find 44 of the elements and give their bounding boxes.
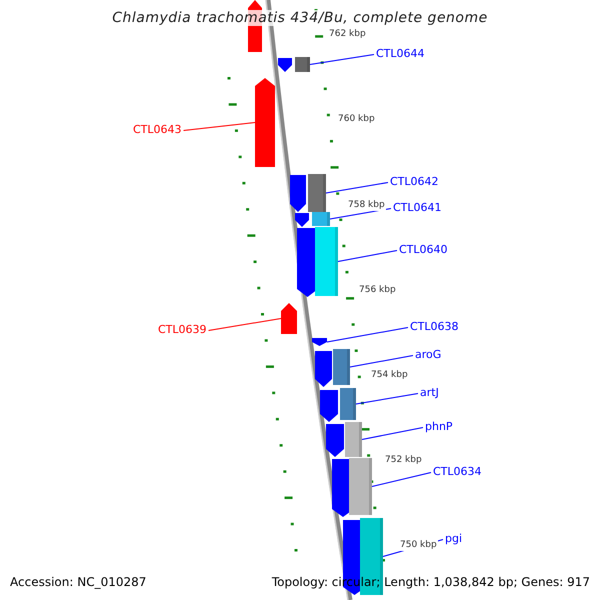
- leader-line: [350, 355, 414, 368]
- gene-feature-box: [340, 388, 356, 420]
- gene-feature: [312, 338, 327, 346]
- gene-feature-box: [349, 458, 372, 515]
- scale-label: 750 kbp: [399, 540, 438, 551]
- genome-summary-text: Topology: circular; Length: 1,038,842 bp; Genes: 917: [272, 575, 590, 589]
- gene-label: CTL0644: [376, 47, 425, 60]
- gene-feature-box: [312, 212, 330, 226]
- gene-feature-box: [315, 227, 338, 296]
- accession-text: Accession: NC_010287: [10, 575, 146, 589]
- scale-label: 754 kbp: [370, 370, 409, 381]
- gene-label: aroG: [415, 348, 442, 361]
- leader-line: [330, 208, 392, 220]
- gene-label: phnP: [425, 420, 453, 433]
- leader-line: [208, 318, 282, 331]
- gene-feature-box: [333, 349, 350, 385]
- gene-label: CTL0639: [158, 323, 207, 336]
- leader-line: [338, 250, 398, 262]
- gene-label: CTL0641: [393, 201, 442, 214]
- gene-feature-box: [308, 174, 326, 212]
- gene-feature-box: [295, 57, 310, 72]
- gene-label: CTL0640: [399, 243, 448, 256]
- gene-label: CTL0642: [390, 175, 439, 188]
- gene-label: CTL0643: [133, 123, 182, 136]
- scale-label: 760 kbp: [337, 114, 376, 125]
- gene-label: CTL0634: [433, 465, 482, 478]
- leader-line: [310, 54, 374, 65]
- scale-label: 762 kbp: [328, 29, 367, 40]
- scale-label: 758 kbp: [347, 200, 386, 211]
- gene-feature: [255, 78, 275, 167]
- title: Chlamydia trachomatis 434/Bu, complete genome: [112, 10, 488, 26]
- leader-line: [326, 182, 388, 194]
- leader-line: [372, 472, 432, 487]
- gene-feature-box: [345, 422, 362, 457]
- leader-line: [183, 122, 256, 131]
- leader-line: [362, 427, 424, 440]
- leader-line: [326, 327, 408, 342]
- gene-label: pgi: [445, 532, 462, 545]
- leader-line: [356, 393, 418, 404]
- scale-label: 752 kbp: [384, 455, 423, 466]
- scale-label: 756 kbp: [358, 285, 397, 296]
- gene-label: artJ: [420, 386, 439, 399]
- gene-label: CTL0638: [410, 320, 459, 333]
- gene-feature: [281, 303, 297, 334]
